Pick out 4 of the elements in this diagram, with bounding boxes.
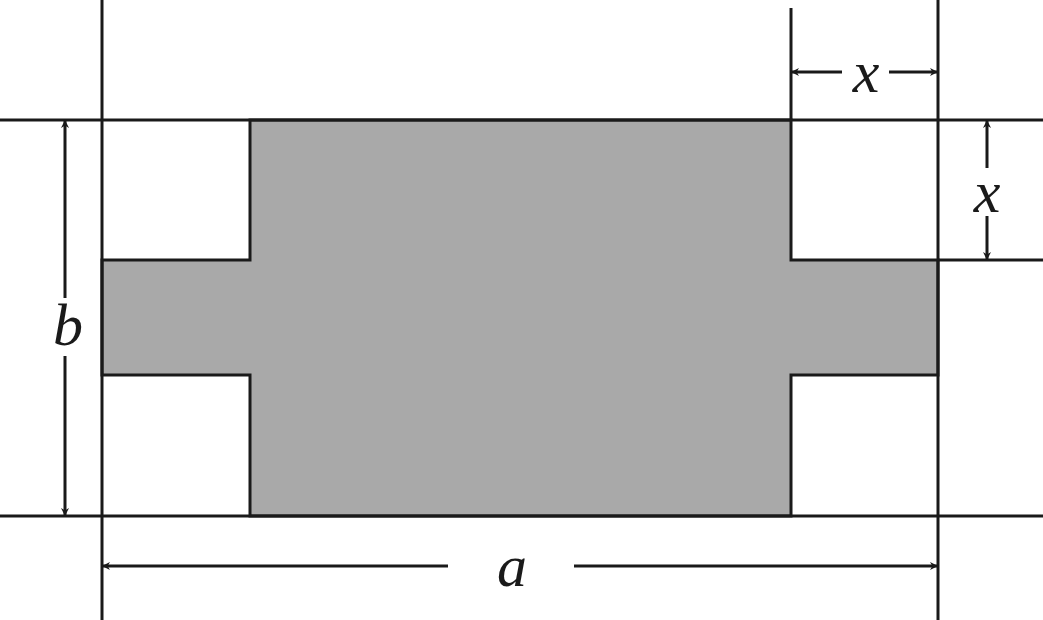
- dimension-label: x: [973, 162, 1001, 222]
- dimension-label: a: [497, 536, 527, 596]
- dimension-label: b: [53, 295, 83, 355]
- dimension-label: x: [852, 42, 880, 102]
